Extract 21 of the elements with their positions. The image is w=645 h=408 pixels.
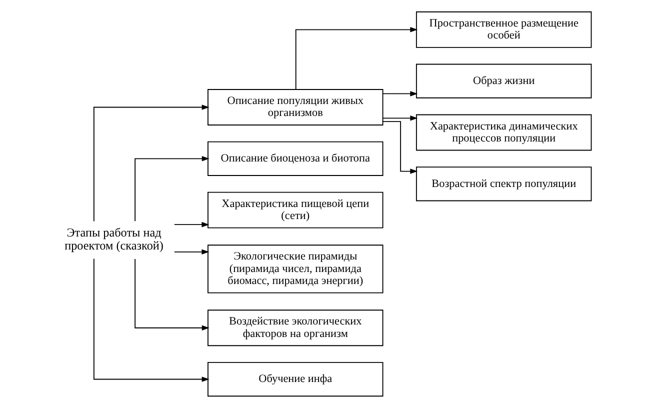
arrow bbox=[382, 116, 418, 121]
arrow bbox=[93, 258, 210, 382]
node-box: Описание популяции живых организмов bbox=[208, 89, 384, 126]
node-box: Пространственное размещение особей bbox=[416, 11, 592, 48]
node-box: Образ жизни bbox=[416, 64, 592, 98]
node-box: Воздействие экологических факторов на организм bbox=[208, 310, 384, 346]
arrow bbox=[382, 91, 418, 96]
node-box: Характеристика динамических процессов популяции bbox=[416, 114, 592, 151]
node-box: Характеристика пищевой цепи (сети) bbox=[208, 192, 384, 228]
arrow bbox=[134, 258, 210, 330]
arrow bbox=[174, 249, 210, 255]
arrow bbox=[174, 222, 210, 228]
node-box: Обучение инфа bbox=[208, 362, 384, 397]
arrow bbox=[382, 121, 418, 174]
arrow bbox=[134, 156, 210, 222]
arrow bbox=[295, 27, 418, 90]
node-box: Описание биоценоза и биотопа bbox=[208, 141, 384, 176]
node-box: Возрастной спектр популяции bbox=[416, 166, 592, 202]
node-text: Этапы работы над проектом (сказкой) bbox=[64, 226, 164, 253]
node-box: Экологические пирамиды (пирамида чисел, пирамида биомасс, пирамида энергии) bbox=[208, 244, 384, 294]
arrow bbox=[93, 104, 210, 222]
